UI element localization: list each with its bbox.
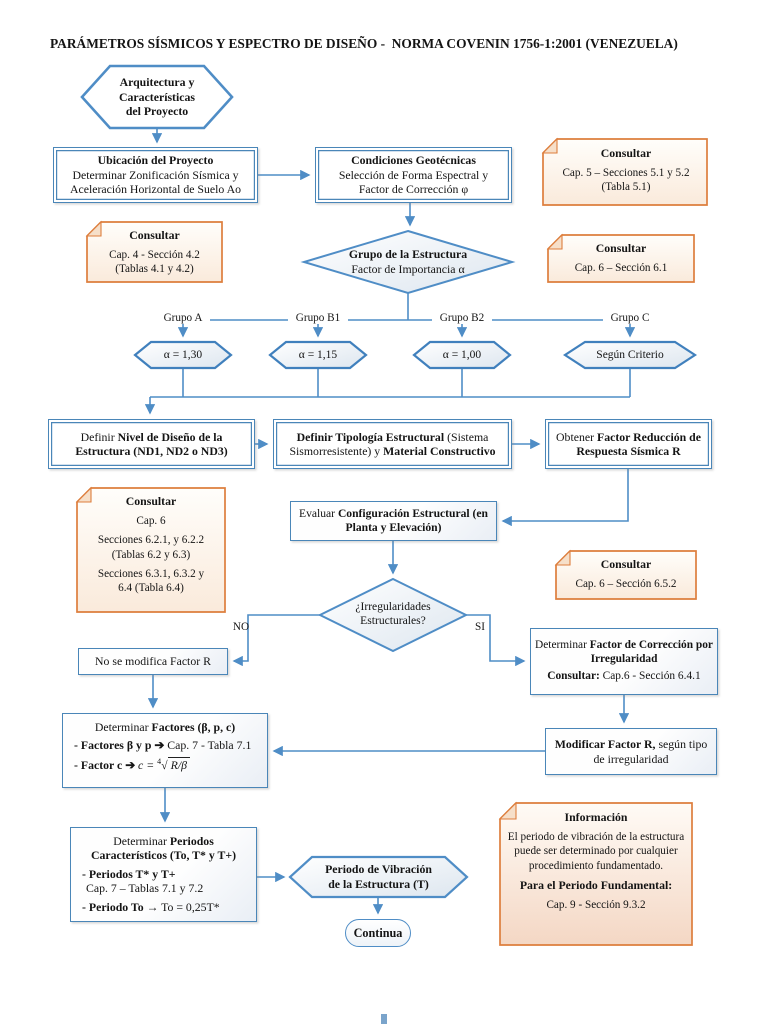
branch-label-grupo-b1: Grupo B1 xyxy=(288,312,348,324)
no-branch-label: NO xyxy=(232,621,250,633)
segun-criterio-node: Según Criterio xyxy=(596,348,664,361)
periodos-t-line: - Periodos T* y T+ Cap. 7 – Tablas 7.1 y… xyxy=(82,866,204,896)
grupo-diamond: Grupo de la Estructura Factor de Importa… xyxy=(348,247,468,276)
ubicacion-box: Ubicación del Proyecto Determinar Zonifi… xyxy=(53,147,258,203)
irregularidades-diamond-shape xyxy=(317,577,469,653)
alpha-100-node: α = 1,00 xyxy=(442,348,482,361)
modificar-factor-box: Modificar Factor R, según tipo de irregu… xyxy=(545,728,717,775)
note-cap5: Consultar Cap. 5 – Secciones 5.1 y 5.2 (… xyxy=(562,146,690,194)
periodo-hexagon-shape xyxy=(288,855,469,899)
branch-label-grupo-a: Grupo A xyxy=(156,312,210,324)
alpha-hexagon-4-shape xyxy=(562,340,698,370)
factor-c-line: - Factor c ➔ c = 4√R/β xyxy=(67,756,263,772)
branch-label-grupo-b2: Grupo B2 xyxy=(432,312,492,324)
evaluar-box: Evaluar Configuración Estructural (en Pl… xyxy=(290,501,497,541)
alpha-130-node: α = 1,30 xyxy=(163,348,203,361)
periodo-to-line: - Periodo To → To = 0,25T* xyxy=(82,899,220,914)
det-factores-box: Determinar Factores (β, p, c) - Factores… xyxy=(62,713,268,788)
alpha-hexagon-1-shape xyxy=(133,340,233,370)
no-modifica-box: No se modifica Factor R xyxy=(78,648,228,675)
obtener-factor-box: Obtener Factor Reducción de Respuesta Sí… xyxy=(545,419,712,469)
alpha-115-node: α = 1,15 xyxy=(298,348,338,361)
definir-tipologia-box: Definir Tipología Estructural (Sistema S… xyxy=(273,419,512,469)
note-cap6-52: Consultar Cap. 6 – Sección 6.5.2 xyxy=(575,557,677,591)
periodo-vibracion-node: Periodo de Vibración de la Estructura (T… xyxy=(325,862,432,891)
factores-bp-line: - Factores β y p ➔ Cap. 7 - Tabla 7.1 xyxy=(74,738,252,753)
definir-nivel-box: Definir Nivel de Diseño de la Estructura… xyxy=(48,419,255,469)
grupo-diamond-shape xyxy=(300,229,516,295)
factor-correccion-box: Determinar Factor de Corrección por Irre… xyxy=(530,628,718,695)
alpha-hexagon-3-shape xyxy=(412,340,512,370)
note-info: Información El periodo de vibración de l… xyxy=(507,810,685,912)
page-title: PARÁMETROS SÍSMICOS Y ESPECTRO DE DISEÑO… xyxy=(50,36,678,51)
note-cap6-1: Consultar Cap. 6 – Sección 6.1 xyxy=(574,241,668,275)
continua-terminator: Continua xyxy=(345,919,411,947)
page-continuation-mark xyxy=(381,1014,387,1024)
start-hexagon-shape xyxy=(80,64,234,130)
radical-sign: √ xyxy=(161,757,168,772)
si-branch-label: SI xyxy=(475,621,485,633)
branch-label-grupo-c: Grupo C xyxy=(603,312,657,324)
alpha-hexagon-2-shape xyxy=(268,340,368,370)
condiciones-box: Condiciones Geotécnicas Selección de For… xyxy=(315,147,512,203)
start-node: Arquitectura y Características del Proye… xyxy=(119,74,195,119)
det-periodos-box: Determinar Periodos Característicos (To,… xyxy=(70,827,257,922)
note-cap4: Consultar Cap. 4 - Sección 4.2 (Tablas 4… xyxy=(109,228,200,276)
note-cap6-big: Consultar Cap. 6 Secciones 6.2.1, y 6.2.… xyxy=(97,494,205,595)
irregularidades-diamond: ¿Irregularidades Estructurales? xyxy=(355,599,431,627)
